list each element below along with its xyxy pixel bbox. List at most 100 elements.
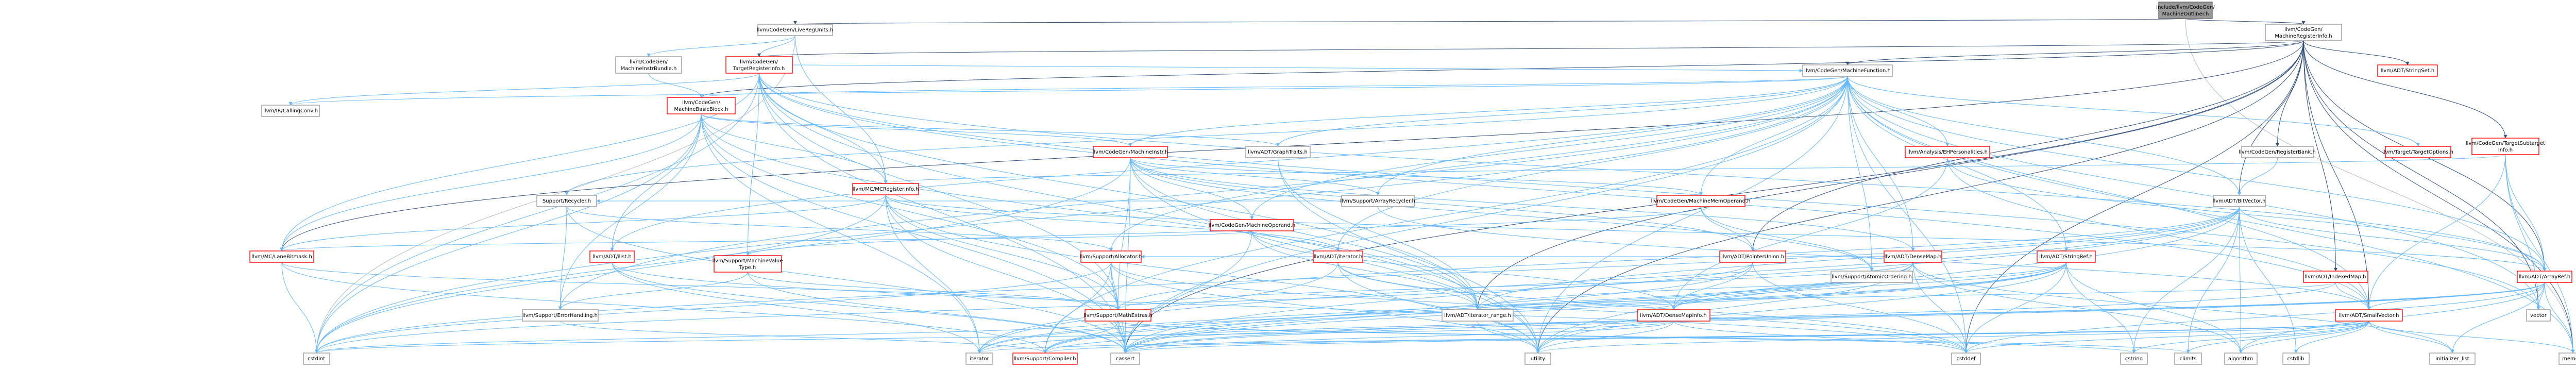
edge-mri-to-tsi	[2303, 40, 2507, 139]
svg-text:llvm/CodeGen/MachineOperand.h: llvm/CodeGen/MachineOperand.h	[1209, 223, 1295, 228]
edge-aref-to-memory	[2544, 282, 2575, 354]
edge-mf-to-topt	[1847, 76, 2420, 147]
node-dense-map-h[interactable]: llvm/ADT/DenseMap.h	[1884, 250, 1942, 263]
node-atomic-ordering-h[interactable]: llvm/Support/AtomicOrdering.h	[1831, 271, 1913, 283]
svg-text:llvm/CodeGen/MachineRegisterIn: llvm/CodeGen/MachineRegisterInfo.h	[2275, 27, 2332, 39]
node-cstdint[interactable]: cstdint	[303, 353, 330, 365]
edge-dmap-to-dmi	[1672, 262, 1913, 310]
edge-mri-to-lbm	[280, 40, 2304, 251]
node-eh-personalities-h[interactable]: llvm/Analysis/EHPersonalities.h	[1905, 146, 1990, 158]
edge-tri-to-mext	[759, 73, 1120, 310]
edge-aref-to-cstddef	[1964, 282, 2545, 354]
svg-text:llvm/CodeGen/MachineMemOperand: llvm/CodeGen/MachineMemOperand.h	[1651, 198, 1751, 204]
edge-aref-to-initlist	[2450, 282, 2545, 354]
svg-text:llvm/ADT/StringRef.h: llvm/ADT/StringRef.h	[2039, 254, 2092, 260]
edge-mcri-to-cassert	[885, 194, 1127, 354]
edge-mf-to-vector	[1847, 76, 2540, 310]
node-iterator[interactable]: iterator	[965, 353, 993, 365]
node-string-set-h[interactable]: llvm/ADT/StringSet.h	[2377, 64, 2438, 77]
node-machine-register-info-h[interactable]: llvm/CodeGen/MachineRegisterInfo.h	[2265, 24, 2342, 41]
node-iterator-h[interactable]: llvm/ADT/iterator.h	[1313, 250, 1363, 263]
node-memory[interactable]: memory	[2558, 353, 2576, 365]
node-lane-bitmask-h[interactable]: llvm/MC/LaneBitmask.h	[249, 250, 314, 263]
node-cstring[interactable]: cstring	[2120, 353, 2148, 365]
edge-mf-to-comp	[1043, 76, 1848, 354]
edge-sref-to-dmi	[1672, 262, 2066, 310]
svg-text:llvm/ADT/iterator.h: llvm/ADT/iterator.h	[1314, 254, 1362, 260]
node-array-ref-h[interactable]: llvm/ADT/ArrayRef.h	[2517, 271, 2572, 283]
svg-text:climits: climits	[2180, 356, 2197, 362]
node-utility[interactable]: utility	[1524, 353, 1551, 365]
node-math-extras-h[interactable]: llvm/Support/MathExtras.h	[1083, 309, 1153, 322]
edge-mf-to-rec	[565, 76, 1848, 196]
edge-mcri-to-iterator	[885, 194, 981, 354]
node-register-bank-h[interactable]: llvm/CodeGen/RegisterBank.h	[2239, 146, 2316, 158]
node-string-ref-h[interactable]: llvm/ADT/StringRef.h	[2037, 250, 2096, 263]
node-machine-basic-block-h[interactable]: llvm/CodeGen/MachineBasicBlock.h	[667, 97, 736, 114]
node-iterator-range-h[interactable]: llvm/ADT/iterator_range.h	[1442, 309, 1514, 322]
svg-text:initializer_list: initializer_list	[2435, 356, 2469, 362]
svg-text:llvm/CodeGen/RegisterBank.h: llvm/CodeGen/RegisterBank.h	[2239, 149, 2316, 155]
node-array-recycler-h[interactable]: llvm/Support/ArrayRecycler.h	[1340, 195, 1415, 207]
svg-text:utility: utility	[1531, 356, 1546, 362]
edge-tri-to-itr	[759, 73, 1480, 310]
node-initializer-list[interactable]: initializer_list	[2429, 353, 2476, 365]
node-cstdlib[interactable]: cstdlib	[2282, 353, 2310, 365]
edge-mbb-to-iterator	[701, 113, 981, 354]
svg-text:llvm/ADT/iterator_range.h: llvm/ADT/iterator_range.h	[1444, 313, 1511, 318]
edge-mi-to-mop	[1130, 157, 1254, 220]
edge-tri-to-cassert	[759, 73, 1127, 354]
node-climits[interactable]: climits	[2174, 353, 2202, 365]
edge-iter-to-iterator	[977, 262, 1338, 354]
edge-svec-to-cstdlib	[2294, 321, 2369, 354]
node-dense-map-info-h[interactable]: llvm/ADT/DenseMapInfo.h	[1637, 309, 1710, 322]
svg-text:llvm/ADT/ArrayRef.h: llvm/ADT/ArrayRef.h	[2519, 274, 2571, 280]
svg-text:llvm/Support/Compiler.h: llvm/Support/Compiler.h	[1013, 356, 1076, 362]
node-machine-outliner-h[interactable]: include/llvm/CodeGen/MachineOutliner.h	[2156, 2, 2215, 19]
node-target-register-info-h[interactable]: llvm/CodeGen/TargetRegisterInfo.h	[725, 56, 793, 74]
node-small-vector-h[interactable]: llvm/ADT/SmallVector.h	[2335, 309, 2403, 322]
node-live-reg-units-h[interactable]: llvm/CodeGen/LiveRegUnits.h	[757, 24, 833, 36]
node-machine-operand-h[interactable]: llvm/CodeGen/MachineOperand.h	[1209, 219, 1295, 231]
node-vector[interactable]: vector	[2526, 309, 2551, 322]
edge-mbb-to-cassert	[701, 113, 1127, 354]
node-recycler-h[interactable]: Support/Recycler.h	[536, 195, 597, 207]
edge-sref-to-itr	[1476, 262, 2066, 310]
node-bit-vector-h[interactable]: llvm/ADT/BitVector.h	[2213, 195, 2266, 207]
edge-rec-to-alloc	[566, 206, 1113, 251]
edge-layer	[280, 18, 2575, 354]
node-machine-mem-operand-h[interactable]: llvm/CodeGen/MachineMemOperand.h	[1651, 195, 1751, 207]
node-machine-instr-bundle-h[interactable]: llvm/CodeGen/MachineInstrBundle.h	[615, 56, 682, 74]
node-target-options-h[interactable]: llvm/Target/TargetOptions.h	[2382, 146, 2453, 158]
edge-tri-to-ir	[289, 73, 759, 106]
edge-svec-to-cassert	[1123, 321, 2369, 354]
svg-text:llvm/ADT/IndexedMap.h: llvm/ADT/IndexedMap.h	[2305, 274, 2366, 280]
node-pointer-union-h[interactable]: llvm/ADT/PointerUnion.h	[1719, 250, 1786, 263]
node-mc-register-info-h[interactable]: llvm/MC/MCRegisterInfo.h	[852, 183, 919, 195]
node-ilist-h[interactable]: llvm/ADT/ilist.h	[589, 250, 635, 263]
edge-bv-to-algorithm	[2239, 206, 2243, 354]
node-allocator-h[interactable]: llvm/Support/Allocator.h	[1080, 250, 1142, 263]
node-cassert[interactable]: cassert	[1110, 353, 1140, 365]
svg-text:llvm/ADT/ilist.h: llvm/ADT/ilist.h	[592, 254, 632, 260]
edge-mvt-to-cassert	[748, 272, 1127, 354]
edge-mbb-to-gt	[701, 113, 1280, 147]
edge-dmap-to-algorithm	[1912, 262, 2243, 354]
svg-text:llvm/CodeGen/MachineInstrBundl: llvm/CodeGen/MachineInstrBundle.h	[621, 59, 677, 72]
node-graph-traits-h[interactable]: llvm/ADT/GraphTraits.h	[1245, 146, 1311, 158]
svg-text:llvm/CodeGen/MachineFunction.h: llvm/CodeGen/MachineFunction.h	[1804, 68, 1891, 74]
node-cstddef[interactable]: cstddef	[1951, 353, 1981, 365]
node-algorithm[interactable]: algorithm	[2224, 353, 2258, 365]
edge-mop-to-dmi	[1251, 230, 1675, 310]
edge-bv-to-cstdint	[315, 206, 2240, 354]
node-machine-instr-h[interactable]: llvm/CodeGen/MachineInstr.h	[1093, 146, 1168, 158]
node-indexed-map-h[interactable]: llvm/ADT/IndexedMap.h	[2303, 271, 2368, 283]
node-calling-conv-h[interactable]: llvm/IR/CallingConv.h	[261, 105, 320, 117]
node-machine-function-h[interactable]: llvm/CodeGen/MachineFunction.h	[1802, 64, 1893, 77]
node-error-handling-h[interactable]: llvm/Support/ErrorHandling.h	[522, 309, 599, 322]
node-compiler-h[interactable]: llvm/Support/Compiler.h	[1012, 353, 1078, 365]
edge-aref-to-cassert	[1123, 282, 2545, 354]
